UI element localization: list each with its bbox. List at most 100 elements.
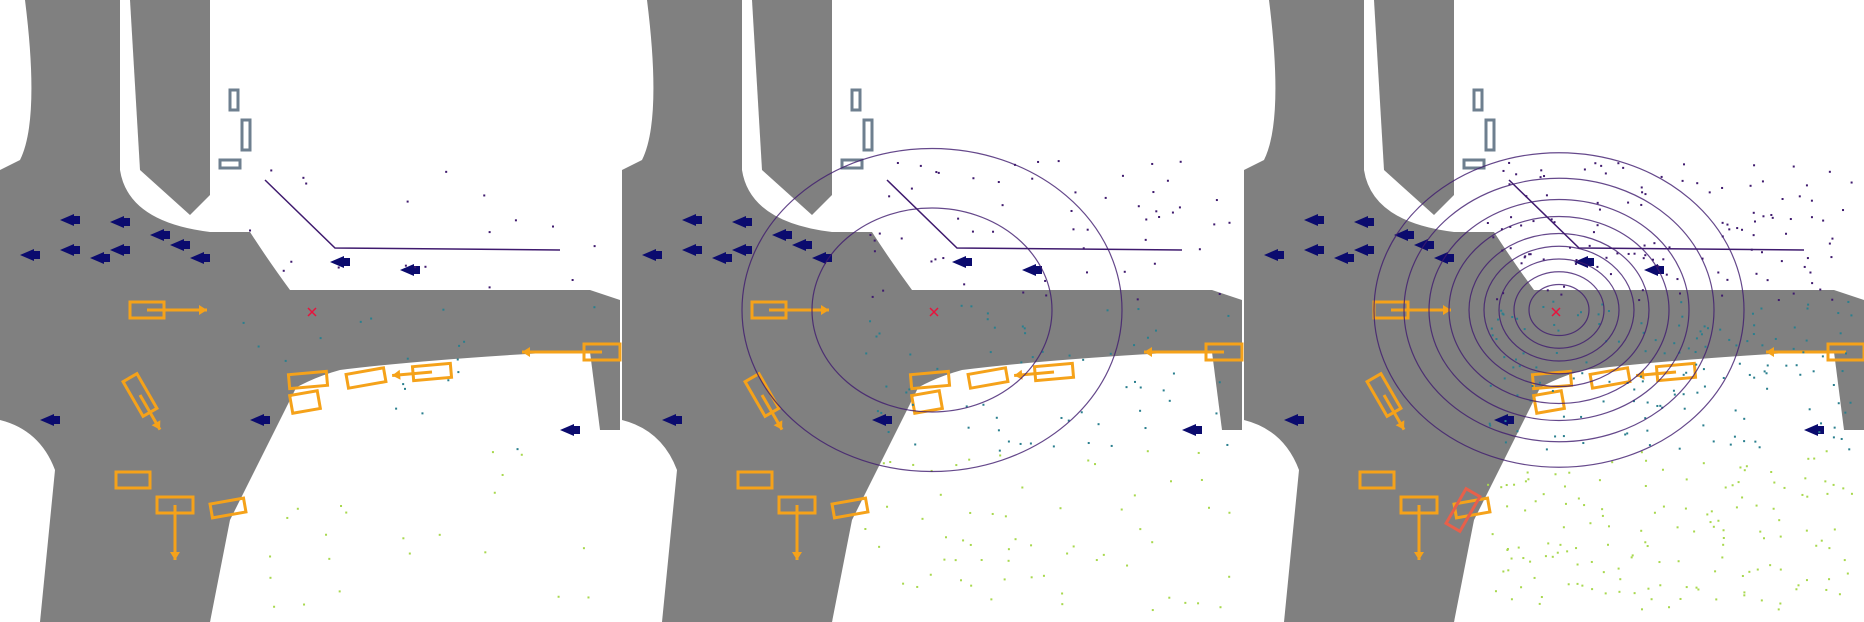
lidar-point — [501, 473, 504, 476]
lidar-point — [1795, 364, 1798, 367]
lidar-point — [1198, 248, 1201, 251]
lidar-point — [1082, 247, 1085, 250]
lidar-point — [1810, 199, 1813, 202]
arrow-head — [1014, 369, 1023, 380]
lidar-point — [1699, 330, 1702, 333]
lidar-point — [1022, 291, 1025, 294]
lidar-point — [1662, 505, 1665, 508]
lidar-point — [1761, 344, 1764, 347]
lidar-point — [445, 170, 448, 173]
lidar-point — [1510, 598, 1513, 601]
lidar-point — [1797, 584, 1800, 587]
vehicle-box-icon — [1766, 342, 1864, 362]
agent-box — [114, 470, 152, 490]
lidar-point — [1496, 318, 1499, 321]
lidar-point — [995, 416, 998, 419]
lidar-point — [1741, 228, 1744, 231]
lidar-point — [1556, 551, 1559, 554]
lidar-point — [1828, 170, 1831, 173]
lidar-point — [1850, 492, 1853, 495]
lidar-point — [1616, 252, 1619, 255]
lidar-point — [1837, 402, 1840, 405]
lidar-point — [1546, 289, 1549, 292]
lidar-point — [1809, 271, 1812, 274]
lidar-point — [1811, 282, 1814, 285]
lidar-point — [1717, 271, 1720, 274]
overlay-panel-3 — [1264, 88, 1864, 611]
lidar-point — [421, 412, 424, 415]
lidar-point — [1155, 210, 1158, 213]
lidar-point — [1804, 477, 1807, 480]
parked-car-body — [120, 218, 130, 226]
lidar-ring — [1373, 152, 1745, 468]
arrow-head — [792, 552, 802, 560]
lidar-point — [916, 585, 919, 588]
lidar-point — [1488, 422, 1491, 425]
lidar-point — [1673, 393, 1676, 396]
lidar-point — [1662, 258, 1665, 261]
lidar-point — [1133, 380, 1136, 383]
lidar-point — [1769, 564, 1772, 567]
vehicle-box-icon — [966, 366, 1010, 390]
vehicle-box-icon — [128, 300, 207, 320]
lidar-point — [1681, 179, 1684, 182]
lidar-point — [1029, 442, 1032, 445]
parked-car-body — [1814, 426, 1824, 434]
lidar-point — [1819, 288, 1822, 291]
lidar-point — [395, 407, 398, 410]
lidar-point — [1581, 584, 1584, 587]
lidar-point — [1792, 347, 1795, 350]
lidar-point — [1697, 588, 1700, 591]
lidar-point — [1014, 538, 1017, 541]
arrow-head — [773, 420, 783, 430]
vehicle-box-icon — [908, 369, 952, 391]
lidar-point — [969, 543, 972, 546]
lidar-point — [1677, 560, 1680, 563]
lidar-point — [1850, 181, 1853, 184]
lidar-point — [1844, 411, 1847, 414]
lidar-point — [982, 403, 985, 406]
lidar-point — [1509, 225, 1512, 228]
lidar-point — [871, 295, 874, 298]
lidar-point — [1714, 570, 1717, 573]
lidar-point — [1533, 576, 1536, 579]
lidar-point — [929, 573, 932, 576]
lidar-point — [937, 171, 940, 174]
lidar-point — [1840, 437, 1843, 440]
lidar-point — [1074, 191, 1077, 194]
lidar-point — [1001, 204, 1004, 207]
lidar-point — [1665, 273, 1668, 276]
lidar-point — [1743, 417, 1746, 420]
lidar-point — [1641, 608, 1644, 611]
static-object — [862, 118, 874, 152]
lidar-point — [1151, 162, 1154, 165]
parked-car-body — [1504, 416, 1514, 424]
lidar-point — [402, 537, 405, 540]
lidar-point — [1773, 481, 1776, 484]
lidar-point — [880, 411, 883, 414]
lidar-point — [463, 340, 466, 343]
vehicle-box-icon — [1014, 361, 1076, 383]
lidar-point — [1678, 447, 1681, 450]
lidar-point — [1179, 160, 1182, 163]
lidar-point — [1807, 303, 1810, 306]
lidar-point — [1659, 404, 1662, 407]
lidar-point — [1218, 381, 1221, 384]
lidar-point — [1752, 333, 1755, 336]
lidar-point — [1806, 257, 1809, 260]
lidar-point — [1722, 536, 1725, 539]
lidar-point — [1528, 253, 1531, 256]
lidar-point — [1805, 579, 1808, 582]
lidar-point — [1694, 351, 1697, 354]
lidar-point — [1661, 468, 1664, 471]
vehicle-box-icon — [522, 342, 622, 362]
lidar-point — [1503, 356, 1506, 359]
lidar-point — [1504, 441, 1507, 444]
lidar-point — [1487, 483, 1490, 486]
vehicle-box-icon — [287, 388, 323, 416]
lidar-point — [1136, 298, 1139, 301]
lidar-point — [1839, 332, 1842, 335]
lidar-point — [1679, 597, 1682, 600]
parked-car-body — [1444, 254, 1454, 262]
lidar-point — [1743, 469, 1746, 472]
